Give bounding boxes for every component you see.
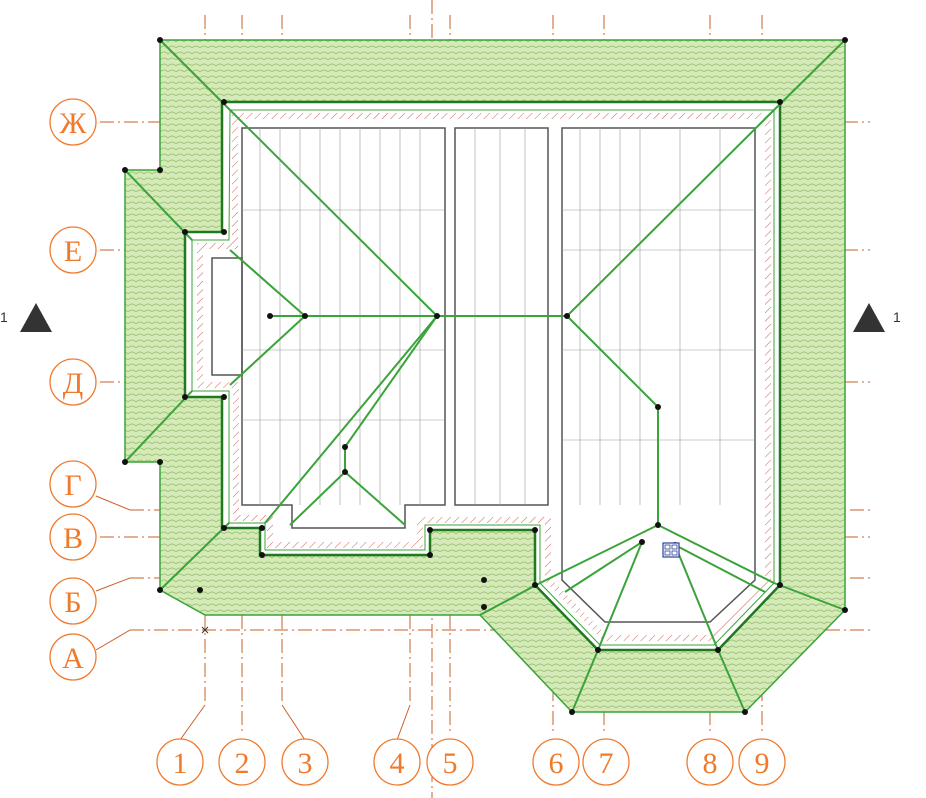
section-marker-left: 1 <box>0 303 52 332</box>
svg-text:1: 1 <box>173 747 188 780</box>
eaves-double-line <box>191 109 775 646</box>
axis-bubble-1: 1 <box>156 738 204 786</box>
axis-bubble-zh: Ж <box>49 98 97 146</box>
bubble-leaders <box>95 495 411 741</box>
axis-bubble-g: Г <box>49 460 97 508</box>
roof-outline <box>124 39 846 713</box>
axis-bubble-2: 2 <box>218 738 266 786</box>
axis-bubble-e: Е <box>49 226 97 274</box>
svg-text:7: 7 <box>599 747 614 780</box>
axis-bubble-7: 7 <box>582 738 630 786</box>
svg-text:1: 1 <box>893 309 901 325</box>
svg-text:Г: Г <box>64 469 81 502</box>
svg-text:6: 6 <box>549 747 564 780</box>
svg-text:Д: Д <box>63 367 83 400</box>
svg-text:3: 3 <box>298 747 313 780</box>
axis-bubble-9: 9 <box>738 738 786 786</box>
section-triangle-icon <box>20 303 52 332</box>
wall-hatch-band <box>197 113 771 641</box>
svg-text:4: 4 <box>390 747 405 780</box>
svg-text:8: 8 <box>703 747 718 780</box>
axis-bubble-a: А <box>49 633 97 681</box>
column-axis-bubbles: 1 2 3 4 5 6 7 8 <box>156 738 786 786</box>
svg-text:А: А <box>62 642 84 675</box>
axis-bubble-d: Д <box>49 358 97 406</box>
svg-text:Ж: Ж <box>60 107 87 140</box>
axis-bubble-8: 8 <box>686 738 734 786</box>
axis-bubble-4: 4 <box>373 738 421 786</box>
origin-cross-icon <box>201 626 209 634</box>
skylight-icon <box>662 542 680 558</box>
svg-text:5: 5 <box>443 747 458 780</box>
axis-bubble-5: 5 <box>426 738 474 786</box>
axis-bubble-3: 3 <box>281 738 329 786</box>
roof-ridges <box>124 39 846 713</box>
axis-bubble-v: В <box>49 513 97 561</box>
ridge-points <box>122 37 848 715</box>
section-marker-right: 1 <box>853 303 901 332</box>
axis-bubble-b: Б <box>49 577 97 625</box>
axis-bubble-6: 6 <box>532 738 580 786</box>
svg-text:Б: Б <box>64 586 81 619</box>
row-axis-bubbles: Ж Е Д Г В Б А <box>49 98 97 681</box>
svg-text:В: В <box>63 522 83 555</box>
svg-text:1: 1 <box>0 309 8 325</box>
svg-text:2: 2 <box>235 747 250 780</box>
svg-text:9: 9 <box>755 747 770 780</box>
section-triangle-icon <box>853 303 885 332</box>
svg-text:Е: Е <box>64 235 82 268</box>
